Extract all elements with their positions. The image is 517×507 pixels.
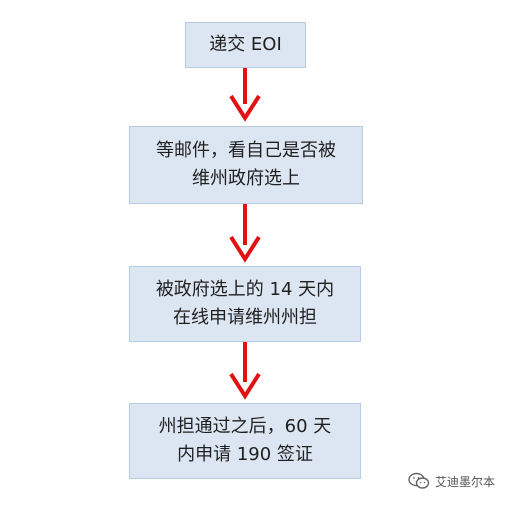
- watermark-text: 艾迪墨尔本: [435, 474, 496, 489]
- arrow-3-4: [229, 342, 261, 400]
- step-3-line-2: 在线申请维州州担: [173, 307, 317, 328]
- step-4-line-1: 州担通过之后，60 天: [158, 416, 332, 437]
- step-wait-invitation: 等邮件，看自己是否被 维州政府选上: [129, 126, 363, 204]
- step-submit-eoi: 递交 EOI: [185, 22, 306, 68]
- watermark: 艾迪墨尔本: [408, 472, 495, 490]
- arrow-2-3: [229, 204, 261, 263]
- step-3-line-1: 被政府选上的 14 天内: [155, 279, 335, 300]
- step-2-line-2: 维州政府选上: [192, 168, 300, 189]
- wechat-icon: [408, 472, 430, 489]
- step-apply-visa: 州担通过之后，60 天 内申请 190 签证: [129, 403, 361, 479]
- step-1-line-1: 递交 EOI: [209, 34, 282, 55]
- step-2-line-1: 等邮件，看自己是否被: [156, 140, 336, 161]
- step-apply-nomination: 被政府选上的 14 天内 在线申请维州州担: [129, 266, 361, 342]
- step-4-line-2: 内申请 190 签证: [177, 444, 313, 465]
- arrow-1-2: [229, 68, 261, 122]
